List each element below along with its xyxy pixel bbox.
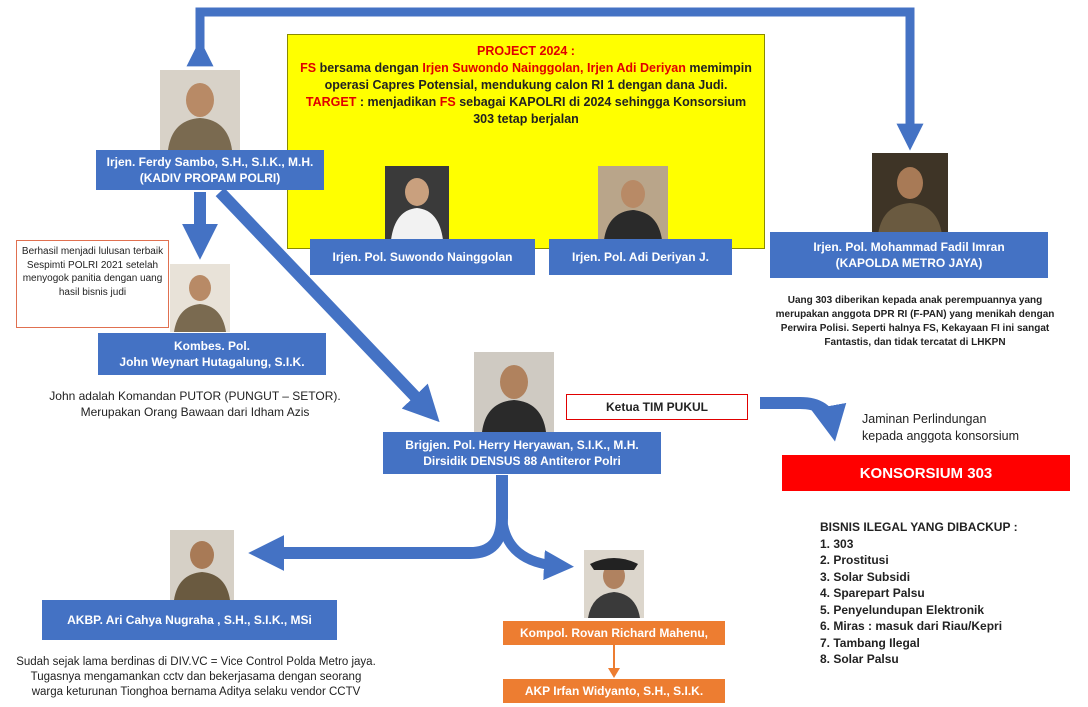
photo-fadil — [872, 153, 948, 235]
box-ari: AKBP. Ari Cahya Nugraha , S.H., S.I.K., … — [42, 600, 337, 640]
konsorsium-303-box: KONSORSIUM 303 — [782, 455, 1070, 491]
photo-john — [170, 264, 230, 332]
irjen-names: Irjen Suwondo Nainggolan, Irjen Adi Deri… — [422, 61, 686, 75]
list-item: 3. Solar Subsidi — [820, 569, 911, 584]
photo-ari — [170, 530, 234, 600]
target-label: TARGET — [305, 95, 357, 109]
ketua-tim-pukul-label: Ketua TIM PUKUL — [566, 394, 748, 420]
list-item: 1. 303 — [820, 536, 854, 551]
list-item: 7. Tambang Ilegal — [820, 635, 920, 650]
arrow-rovan-irfan-head — [608, 668, 620, 678]
list-item: 8. Solar Palsu — [820, 652, 899, 666]
box-irfan: AKP Irfan Widyanto, S.H., S.I.K. — [503, 679, 725, 703]
box-suwondo: Irjen. Pol. Suwondo Nainggolan — [310, 239, 535, 275]
bisnis-list: BISNIS ILEGAL YANG DIBACKUP : 1. 303 2. … — [820, 519, 1082, 668]
sespimti-note: Berhasil menjadi lulusan terbaik Sespimt… — [16, 240, 169, 328]
project-text: PROJECT 2024 : FS bersama dengan Irjen S… — [298, 43, 754, 128]
photo-adi — [598, 166, 668, 240]
box-john: Kombes. Pol. John Weynart Hutagalung, S.… — [98, 333, 326, 375]
john-note: John adalah Komandan PUTOR (PUNGUT – SET… — [49, 389, 341, 419]
fs-label: FS — [300, 61, 317, 75]
arrow-sambo-herry — [215, 187, 440, 423]
photo-suwondo — [385, 166, 449, 240]
box-sambo: Irjen. Ferdy Sambo, S.H., S.I.K., M.H. (… — [96, 150, 324, 190]
photo-sambo — [160, 70, 240, 150]
project-2024-box: PROJECT 2024 : FS bersama dengan Irjen S… — [287, 34, 765, 249]
ari-note: Sudah sejak lama berdinas di DIV.VC = Vi… — [16, 656, 376, 698]
arrow-herry-rovan — [497, 517, 574, 581]
box-adi: Irjen. Pol. Adi Deriyan J. — [549, 239, 732, 275]
project-title: PROJECT 2024 : — [477, 44, 575, 58]
arrow-herry-ari — [248, 475, 508, 571]
box-rovan: Kompol. Rovan Richard Mahenu, — [503, 621, 725, 645]
list-item: 6. Miras : masuk dari Riau/Kepri — [820, 619, 1003, 633]
arrow-top-loop-right — [896, 7, 924, 151]
box-fadil: Irjen. Pol. Mohammad Fadil Imran (KAPOLD… — [770, 232, 1048, 278]
arrow-top-loop-left — [186, 7, 910, 67]
jaminan-note: Jaminan Perlindungan kepada anggota kons… — [862, 412, 1020, 443]
photo-rovan — [584, 550, 644, 618]
bisnis-title: BISNIS ILEGAL YANG DIBACKUP : — [820, 520, 1018, 534]
box-herry: Brigjen. Pol. Herry Heryawan, S.I.K., M.… — [383, 432, 661, 474]
photo-herry — [474, 352, 554, 432]
arrow-ketua-konsorsium — [760, 397, 847, 442]
fadil-note: Uang 303 diberikan kepada anak perempuan… — [775, 295, 1055, 348]
list-item: 2. Prostitusi — [820, 553, 889, 567]
list-item: 5. Penyelundupan Elektronik — [820, 602, 985, 617]
list-item: 4. Sparepart Palsu — [820, 586, 925, 600]
